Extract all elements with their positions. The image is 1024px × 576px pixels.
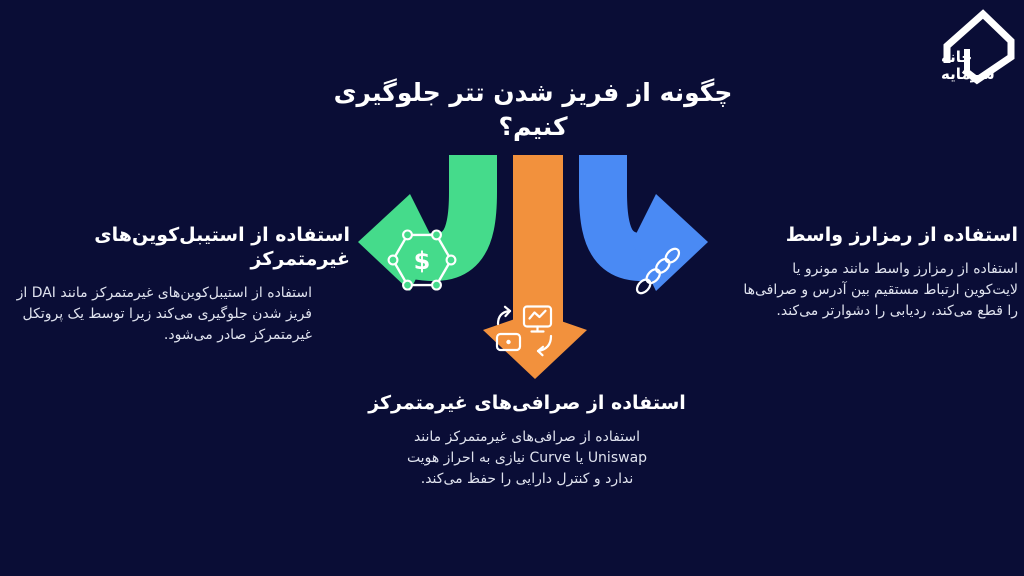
orange-down-arrow — [483, 155, 587, 379]
hexagon-dollar-coin-icon: $ — [387, 229, 457, 291]
green-curved-arrow: $ — [358, 155, 497, 291]
section-heading: استفاده از صرافی‌های غیرمتمرکز — [368, 392, 686, 414]
section-decentralized-exchanges: استفاده از صرافی‌های غیرمتمرکز استفاده ا… — [362, 392, 692, 491]
section-intermediary-crypto: استفاده از رمزارز واسط استفاده از رمزارز… — [735, 224, 1018, 323]
section-body: استفاده از صرافی‌های غیرمتمرکز مانند Uni… — [406, 428, 648, 488]
section-body: استفاده از رمزارز واسط مانند مونرو یا لا… — [743, 260, 1018, 320]
page-title: چگونه از فریز شدن تتر جلوگیری کنیم؟ — [333, 78, 733, 141]
brand-name-line1: خانه — [941, 48, 972, 66]
dollar-symbol: $ — [414, 247, 431, 275]
section-heading: استفاده از استیبل‌کوین‌های غیرمتمرکز — [94, 224, 350, 270]
exchange-trade-icon — [495, 305, 553, 357]
brand-logo: خانه سرمایه — [941, 9, 1015, 85]
chain-link-icon — [635, 247, 681, 295]
blue-curved-arrow — [579, 155, 708, 295]
brand-name-line2: سرمایه — [941, 65, 995, 83]
section-decentralized-stablecoins: استفاده از استیبل‌کوین‌های غیرمتمرکز است… — [8, 224, 350, 346]
house-logo-icon — [943, 9, 1015, 85]
section-body: استفاده از استیبل‌کوین‌های غیرمتمرکز مان… — [16, 284, 312, 344]
section-heading: استفاده از رمزارز واسط — [785, 224, 1018, 246]
